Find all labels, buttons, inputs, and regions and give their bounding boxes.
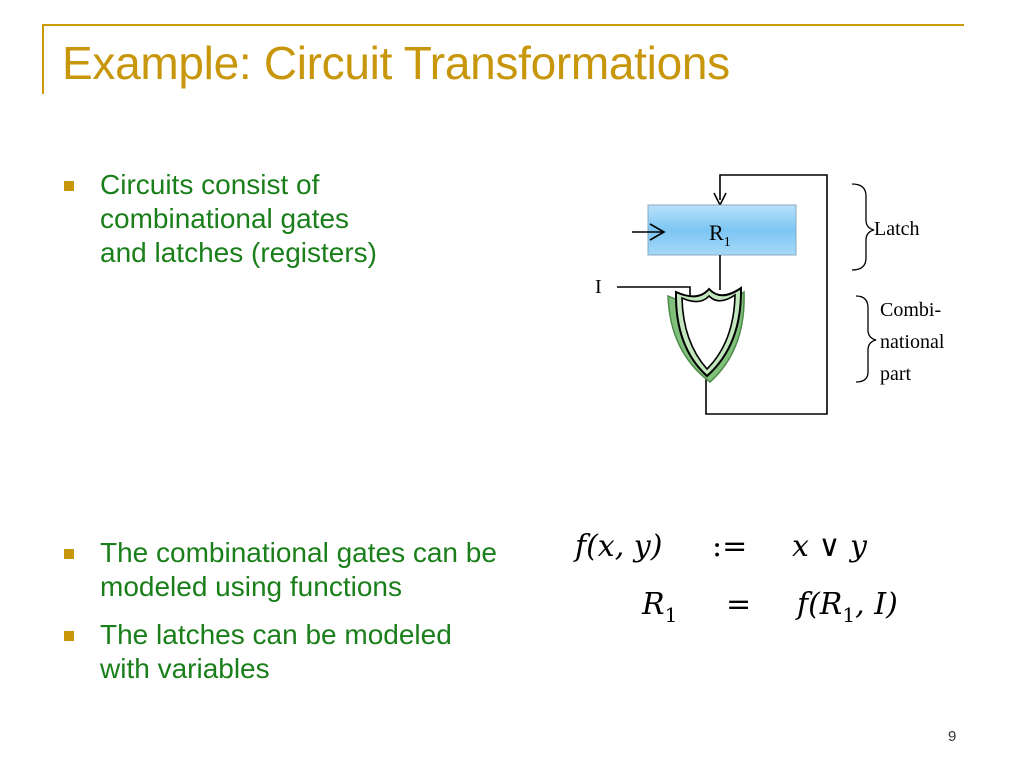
or-gate-inner <box>681 293 736 371</box>
equation-2-rhs: f(R1, I) <box>795 587 898 627</box>
equation-2-lhs: R1 <box>641 587 677 627</box>
bullet-square-icon <box>64 549 74 559</box>
register-label: R1 <box>709 220 731 250</box>
bullet-item: The combinational gates can be modeled u… <box>62 536 502 604</box>
bullet-text: The combinational gates can be modeled u… <box>100 537 497 602</box>
latch-brace-icon <box>851 183 875 271</box>
bullet-text: Circuits consist of combinational gates … <box>100 169 378 268</box>
bullet-list-top: Circuits consist of combinational gates … <box>62 168 392 284</box>
bullet-item: The latches can be modeled with variable… <box>62 618 502 686</box>
combinational-brace-icon <box>855 295 877 383</box>
latch-label: Latch <box>874 218 920 240</box>
bullet-text: The latches can be modeled with variable… <box>100 619 452 684</box>
clock-input-icon <box>632 223 666 241</box>
equation-1-rhs: x ∨ y <box>792 529 868 564</box>
combinational-label: Combi- national part <box>880 299 949 385</box>
page-number: 9 <box>948 728 957 745</box>
title-rule-top <box>42 24 964 26</box>
title-rule-left <box>42 24 44 94</box>
feedback-wire <box>705 174 828 415</box>
slide-title: Example: Circuit Transformations <box>62 37 730 89</box>
bullet-item: Circuits consist of combinational gates … <box>62 168 392 270</box>
bullet-list-bottom: The combinational gates can be modeled u… <box>62 536 502 700</box>
bullet-square-icon <box>64 631 74 641</box>
equations: f(x, y) := x ∨ y R1 = f(R1, I) <box>573 529 898 627</box>
register-r1 <box>647 204 797 256</box>
input-label: I <box>595 276 602 298</box>
equation-1-lhs: f(x, y) <box>573 529 662 564</box>
bullet-square-icon <box>64 181 74 191</box>
equation-2-operator: = <box>726 587 751 622</box>
equation-1-operator: := <box>712 529 747 564</box>
